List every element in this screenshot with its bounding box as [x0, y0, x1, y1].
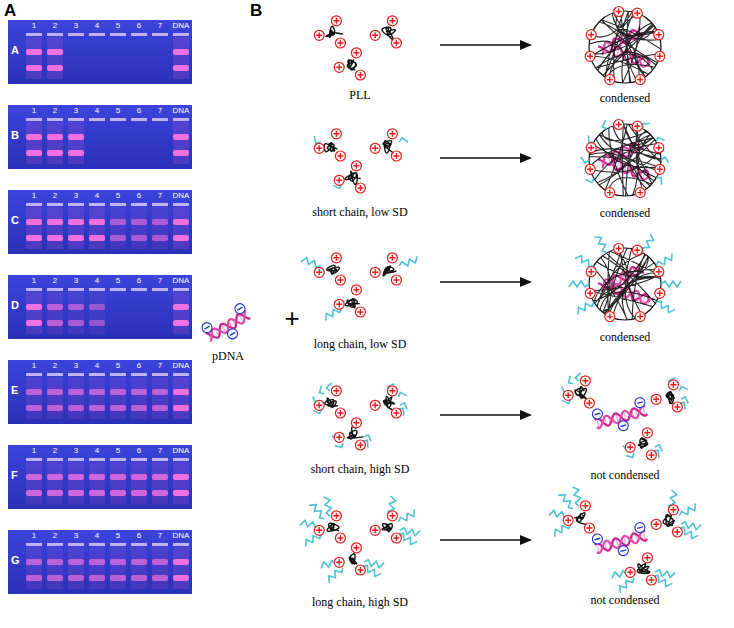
lane-number: 2 [53, 531, 57, 540]
lane-number: 5 [116, 361, 120, 370]
lane-number: 1 [32, 361, 36, 370]
lane-number: 1 [32, 191, 36, 200]
lane-number: 4 [95, 276, 99, 285]
lane-number: 5 [116, 446, 120, 455]
lane-number: 1 [32, 276, 36, 285]
gel-label: C [11, 214, 19, 227]
caption: PLL [349, 89, 370, 103]
lane-number: 6 [137, 531, 141, 540]
lane-number: 5 [116, 191, 120, 200]
caption: short chain, low SD [312, 206, 407, 220]
lane-number: 3 [74, 106, 78, 115]
lane-number: DNA [173, 446, 190, 455]
gel-label: D [11, 299, 19, 312]
lane-number: 6 [137, 191, 141, 200]
lane-number: DNA [173, 531, 190, 540]
lane-number: 2 [53, 276, 57, 285]
lane-number: 3 [74, 21, 78, 30]
lane-number: 2 [53, 191, 57, 200]
lane-number: 4 [95, 446, 99, 455]
lane-number: 5 [116, 531, 120, 540]
lane-number: 6 [137, 446, 141, 455]
lane-number: 5 [116, 276, 120, 285]
lane-number: 7 [158, 276, 162, 285]
lane-number: 7 [158, 106, 162, 115]
lane-number: 2 [53, 21, 57, 30]
lane-number: DNA [173, 106, 190, 115]
result-label: not condensed [591, 594, 660, 608]
lane-number: 4 [95, 531, 99, 540]
gel-label: B [11, 129, 19, 142]
result-label: condensed [600, 207, 651, 221]
caption: long chain, low SD [314, 338, 407, 352]
lane-number: 6 [137, 276, 141, 285]
gel-label: F [11, 469, 18, 482]
lane-number: 4 [95, 361, 99, 370]
lane-number: 1 [32, 446, 36, 455]
lane-number: 1 [32, 531, 36, 540]
result-label: not condensed [591, 469, 660, 483]
lane-number: 3 [74, 531, 78, 540]
lane-number: 2 [53, 106, 57, 115]
lane-number: DNA [173, 361, 190, 370]
molecule-label: pDNA [212, 350, 244, 364]
lane-number: 5 [116, 21, 120, 30]
caption: short chain, high SD [311, 463, 410, 477]
lane-number: 3 [74, 191, 78, 200]
lane-number: 7 [158, 361, 162, 370]
lane-number: 7 [158, 21, 162, 30]
lane-number: 6 [137, 361, 141, 370]
lane-number: 4 [95, 106, 99, 115]
lane-number: DNA [173, 276, 190, 285]
lane-number: 3 [74, 276, 78, 285]
lane-number: 2 [53, 361, 57, 370]
lane-number: 1 [32, 106, 36, 115]
lane-number: 1 [32, 21, 36, 30]
panel-label: A [4, 1, 16, 21]
gel-label: E [11, 384, 18, 397]
lane-number: DNA [173, 21, 190, 30]
lane-number: 7 [158, 446, 162, 455]
lane-number: 3 [74, 361, 78, 370]
lane-number: 4 [95, 21, 99, 30]
gel-label: A [11, 44, 19, 57]
lane-number: 5 [116, 106, 120, 115]
result-label: condensed [600, 92, 651, 106]
panel-label: B [250, 1, 262, 21]
lane-number: DNA [173, 191, 190, 200]
lane-number: 3 [74, 446, 78, 455]
lane-number: 2 [53, 446, 57, 455]
caption: long chain, high SD [312, 596, 408, 610]
gel-label: G [11, 554, 20, 567]
result-label: condensed [600, 331, 651, 345]
lane-number: 6 [137, 21, 141, 30]
lane-number: 4 [95, 191, 99, 200]
lane-number: 6 [137, 106, 141, 115]
plus-sign: + [284, 304, 299, 334]
lane-number: 7 [158, 191, 162, 200]
lane-number: 7 [158, 531, 162, 540]
